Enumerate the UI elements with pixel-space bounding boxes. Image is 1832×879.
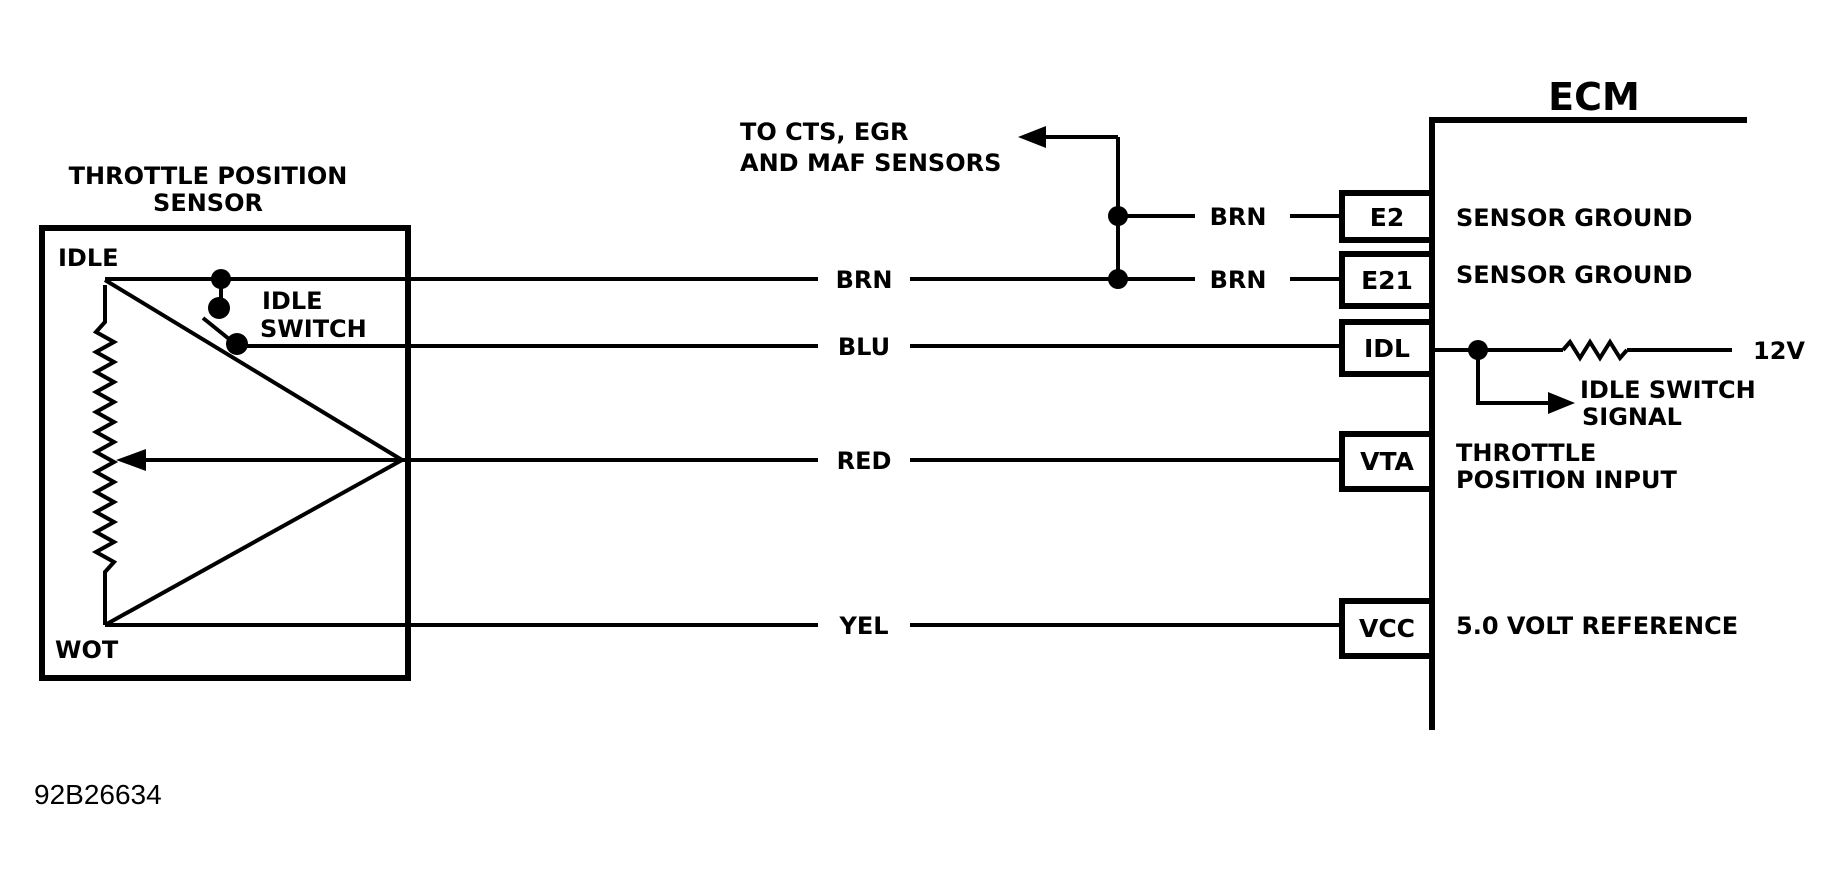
wiper-arrowhead — [116, 449, 146, 471]
wire-label-brn-e2: BRN — [1210, 203, 1267, 231]
pin-e2-label: E2 — [1370, 203, 1404, 232]
desc-vta-line1: THROTTLE — [1456, 439, 1596, 467]
desc-e21: SENSOR GROUND — [1456, 261, 1692, 289]
pin-e2-box — [1339, 190, 1435, 243]
idle-signal-arrowhead — [1548, 392, 1575, 414]
wire-label-red: RED — [837, 447, 892, 475]
idle-switch-label-line2: SWITCH — [260, 315, 367, 343]
wire-label-yel: YEL — [838, 612, 888, 640]
pullup-resistor-symbol — [1561, 338, 1629, 362]
branch-arrowhead — [1018, 126, 1046, 148]
pin-vcc-box — [1339, 598, 1435, 659]
triangle-lower-edge — [104, 458, 403, 627]
branch-label-line1: TO CTS, EGR — [740, 118, 908, 146]
throttle-position-sensor: THROTTLE POSITION SENSOR IDLE WOT IDLE S… — [39, 162, 411, 681]
pin-vta-box — [1339, 431, 1435, 492]
idle-signal-label-line2: SIGNAL — [1582, 403, 1682, 431]
resistor-symbol — [91, 285, 119, 625]
figure-code: 92B26634 — [34, 779, 162, 810]
sensor-title-line1: THROTTLE POSITION — [69, 162, 348, 190]
desc-e2: SENSOR GROUND — [1456, 204, 1692, 232]
idle-switch-contact-top — [208, 297, 230, 319]
pin-vcc-label: VCC — [1359, 614, 1415, 643]
splice-dot-e2 — [1108, 206, 1128, 226]
idle-signal-label-line1: IDLE SWITCH — [1580, 376, 1756, 404]
desc-vcc: 5.0 VOLT REFERENCE — [1456, 612, 1738, 640]
ecm-title: ECM — [1548, 75, 1640, 119]
idle-label: IDLE — [58, 244, 119, 272]
pin-vta-label: VTA — [1360, 447, 1414, 476]
wire-label-brn-e21: BRN — [1210, 266, 1267, 294]
supply-voltage-label: 12V — [1753, 337, 1805, 365]
idle-signal-line — [1476, 350, 1555, 405]
pin-idl-label: IDL — [1364, 334, 1410, 363]
pin-e21-box — [1339, 251, 1435, 309]
triangle-upper-edge — [103, 278, 404, 462]
idle-switch-label-line1: IDLE — [262, 287, 323, 315]
wire-label-blu: BLU — [838, 333, 890, 361]
pin-e21-label: E21 — [1361, 266, 1413, 295]
branch-label-line2: AND MAF SENSORS — [740, 149, 1001, 177]
sensor-title-line2: SENSOR — [153, 189, 263, 217]
desc-vta-line2: POSITION INPUT — [1456, 466, 1677, 494]
wot-label: WOT — [55, 636, 119, 664]
wire-label-brn-main: BRN — [836, 266, 893, 294]
wiring: BRN BRN BRN TO CTS, EGR AND MAF SENSORS … — [105, 118, 1342, 640]
ecm-block: ECM E2 E21 IDL VTA VCC SENSOR GROUND SEN… — [1339, 75, 1805, 730]
splice-dot-e21 — [1108, 269, 1128, 289]
